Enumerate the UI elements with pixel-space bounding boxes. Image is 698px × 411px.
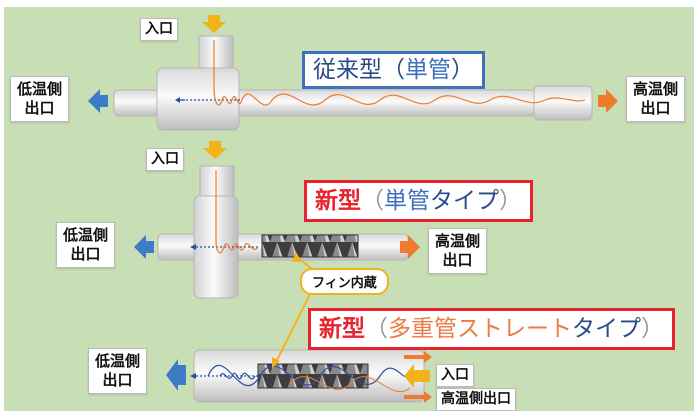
low-outlet-label-3: 低温側出口 (88, 348, 148, 394)
inlet-label-1: 入口 (140, 18, 178, 41)
high-outlet-label-2: 高温側出口 (428, 228, 488, 274)
inlet-label-2: 入口 (146, 148, 184, 171)
new-multi-title: 新型（多重管ストレートタイプ） (308, 308, 675, 350)
new-multi-tube (166, 349, 432, 403)
new-single-tube (134, 141, 420, 299)
high-outlet-label-1: 高温側出口 (626, 76, 686, 122)
fin-builtin-label: フィン内蔵 (300, 268, 389, 295)
new-single-title: 新型（単管タイプ） (304, 180, 533, 222)
low-outlet-label-2: 低温側出口 (56, 222, 116, 268)
conventional-tube (88, 15, 618, 131)
high-outlet-label-3: 高温側出口 (436, 388, 516, 411)
conventional-title: 従来型（単管） (302, 51, 485, 89)
low-outlet-label-1: 低温側出口 (10, 76, 70, 122)
inlet-label-3: 入口 (436, 364, 474, 387)
